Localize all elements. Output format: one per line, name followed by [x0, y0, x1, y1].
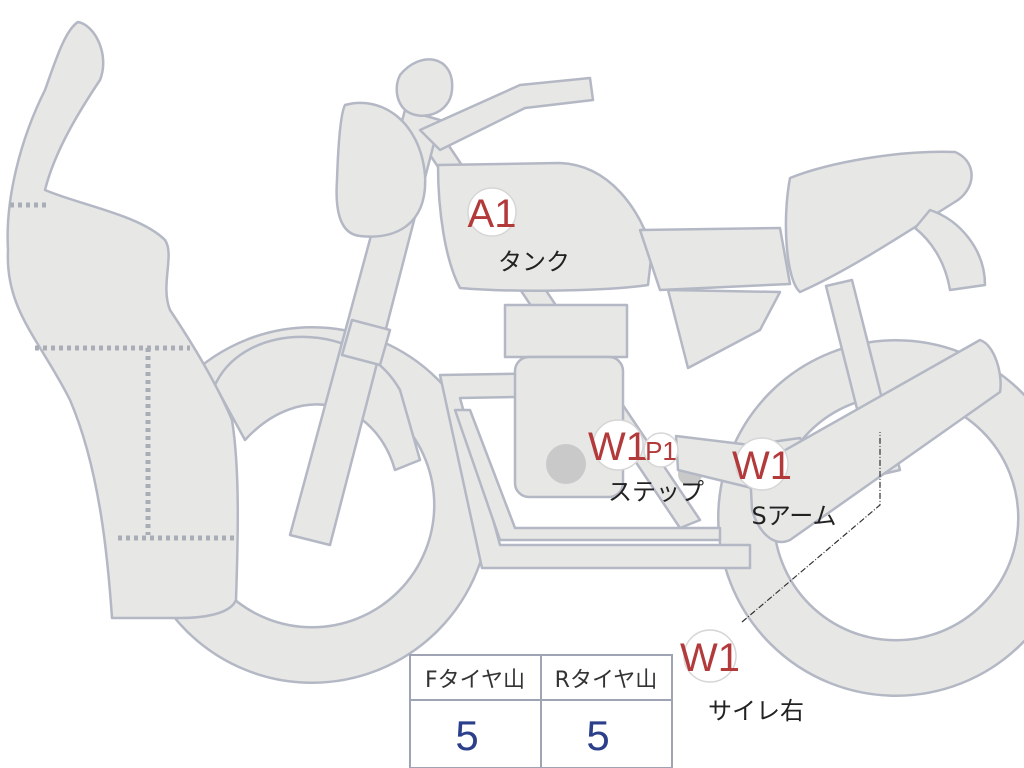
damage-mark-step: P1 ステップ — [608, 432, 704, 506]
svg-text:W1: W1 — [680, 636, 740, 680]
damage-mark-muffler: W1 サイレ右 — [680, 629, 804, 725]
muffler — [748, 338, 1002, 544]
svg-text:P1: P1 — [645, 436, 677, 466]
handlebar — [418, 76, 595, 152]
svg-text:W1: W1 — [588, 425, 648, 469]
mirror — [395, 58, 454, 117]
front-tire-value: 5 — [455, 712, 478, 759]
damage-mark-engine: W1 — [588, 419, 648, 471]
seat-front — [638, 226, 792, 292]
rear-wheel — [717, 339, 1024, 697]
tire-tread-table: Fタイヤ山 Rタイヤ山 5 5 — [409, 654, 673, 768]
svg-text:A1: A1 — [468, 192, 517, 236]
fork-clamp — [340, 318, 392, 367]
svg-text:ステップ: ステップ — [608, 478, 704, 506]
svg-text:サイレ右: サイレ右 — [708, 697, 804, 725]
damage-mark-tank: A1 タンク — [467, 187, 570, 276]
muffler-leader-line — [741, 432, 881, 623]
svg-text:Sアーム: Sアーム — [751, 502, 836, 530]
rear-tire-header: Rタイヤ山 — [555, 668, 658, 693]
damage-mark-swing-arm: W1 Sアーム — [732, 437, 837, 530]
rear-tire-value: 5 — [586, 712, 609, 759]
front-fairing — [6, 20, 240, 620]
engine — [503, 303, 702, 499]
seat — [784, 150, 973, 294]
svg-text:タンク: タンク — [498, 248, 570, 276]
fairing-panel-lines — [10, 202, 235, 541]
svg-text:W1: W1 — [732, 444, 792, 488]
frame-cradle-inner — [453, 408, 722, 542]
front-tire-header: Fタイヤ山 — [425, 668, 525, 693]
side-cover — [666, 288, 782, 370]
rear-fender — [913, 208, 987, 292]
headlight — [335, 101, 427, 238]
